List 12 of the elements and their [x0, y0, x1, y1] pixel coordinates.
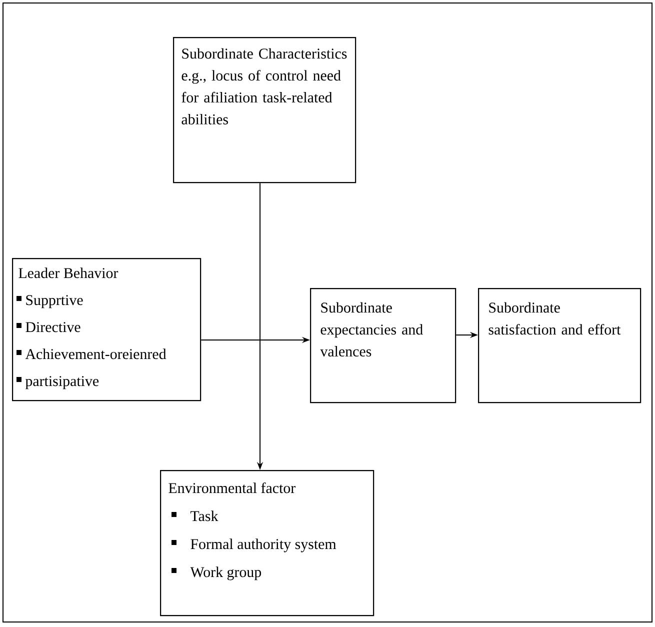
list-item: Directive	[26, 322, 80, 332]
box-heading: Leader Behavior	[18, 268, 118, 278]
list-item: Task	[190, 510, 218, 522]
list-item: Formal authority system	[190, 538, 336, 552]
box-text: Subordinate satisfaction and effort	[488, 302, 621, 335]
list-item: partisipative	[25, 376, 99, 390]
list-item: Work group	[190, 566, 262, 580]
box-heading: Environmental factor	[168, 482, 296, 494]
box-text: Subordinate Characteristics e.g., locus of control need for afiliation task-related abilities	[182, 48, 347, 124]
list-item: Achievement-oreienred	[25, 348, 166, 360]
list-item: Supprtive	[26, 295, 83, 308]
box-text: Subordinate expectancies and valences	[320, 302, 423, 357]
